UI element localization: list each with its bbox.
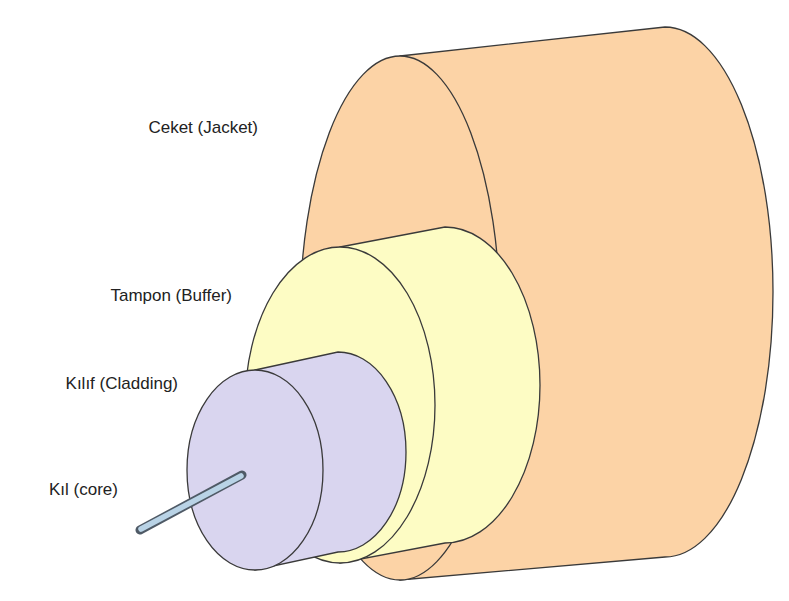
core-fiber: [140, 475, 242, 530]
part-label: Kıl (core): [49, 480, 118, 500]
cladding-layer: [187, 352, 406, 570]
part-label: Tampon (Buffer): [110, 286, 232, 306]
part-label: Kılıf (Cladding): [66, 374, 178, 394]
part-label: Ceket (Jacket): [148, 118, 258, 138]
